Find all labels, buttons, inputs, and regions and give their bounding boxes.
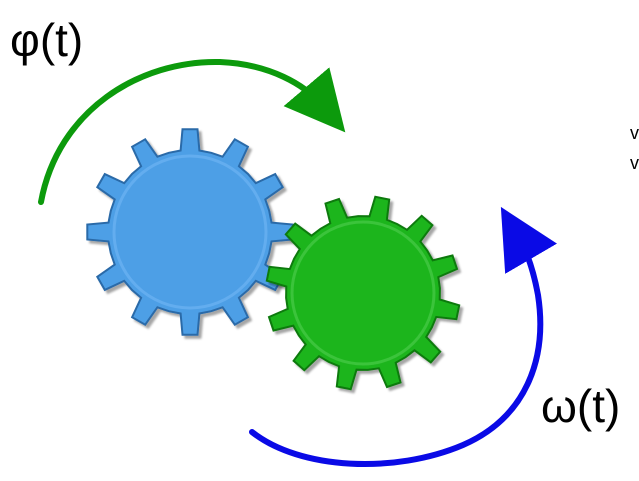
omega-rotation-arrow bbox=[249, 206, 558, 468]
edge-glyph-bottom: v bbox=[630, 153, 639, 173]
phi-rotation-arrow bbox=[38, 58, 346, 205]
gear-highlight bbox=[290, 220, 436, 366]
omega-label: ω(t) bbox=[541, 380, 620, 432]
green-gear bbox=[265, 195, 461, 391]
edge-glyph-top: v bbox=[630, 123, 639, 143]
blue-gear bbox=[86, 128, 294, 336]
phi-label: φ(t) bbox=[10, 14, 83, 66]
gear-highlight bbox=[112, 154, 268, 310]
